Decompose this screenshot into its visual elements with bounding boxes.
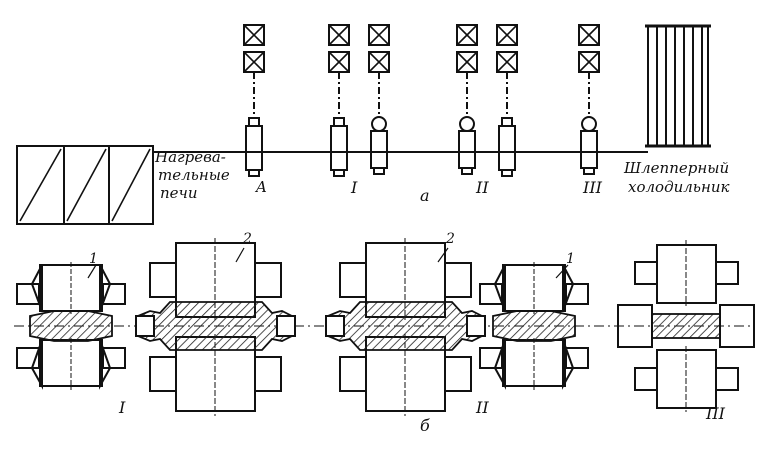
layout-plan xyxy=(16,24,711,225)
furnace-label-line2: тельные xyxy=(158,166,230,184)
cooling-bed xyxy=(645,24,711,148)
callout-2-right: 2 xyxy=(446,231,455,247)
stand-3-plan xyxy=(578,24,600,175)
stand-1-plan xyxy=(328,24,390,177)
callout-2-left: 2 xyxy=(243,231,252,247)
furnace-label-line1: Нагрева- xyxy=(155,148,226,166)
reheating-furnaces xyxy=(16,145,154,225)
callout-2-leader-right xyxy=(437,247,449,263)
detail-1-label: I xyxy=(119,398,126,417)
cooler-label-line1: Шлепперный xyxy=(624,159,730,177)
callout-1-leader-right xyxy=(555,264,569,279)
callout-1-leader xyxy=(87,264,97,279)
stand-2-plan xyxy=(456,24,518,177)
stand-a-plan xyxy=(243,24,265,177)
part-a-label: а xyxy=(420,186,430,205)
group-2-small-rolls xyxy=(479,262,589,390)
furnace-label-line3: печи xyxy=(160,184,198,202)
detail-3-label: III xyxy=(706,404,725,423)
detail-2-label: II xyxy=(476,398,489,417)
group-1-large-rolls xyxy=(135,238,296,416)
group-2-large-rolls xyxy=(325,238,486,416)
group-3-rolls xyxy=(617,240,755,412)
stand-2-label: II xyxy=(476,178,489,197)
part-b-label: б xyxy=(420,416,430,435)
stand-1-label: I xyxy=(351,178,358,197)
group-1-small-rolls xyxy=(16,262,126,390)
callout-2-leader-left xyxy=(235,247,245,263)
roll-details xyxy=(14,238,755,416)
callout-1-left: 1 xyxy=(89,251,98,267)
cooler-label-line2: холодильник xyxy=(628,178,730,196)
stand-3-label: III xyxy=(583,178,602,197)
stand-a-label: A xyxy=(256,178,267,196)
callout-1-right: 1 xyxy=(566,251,575,267)
